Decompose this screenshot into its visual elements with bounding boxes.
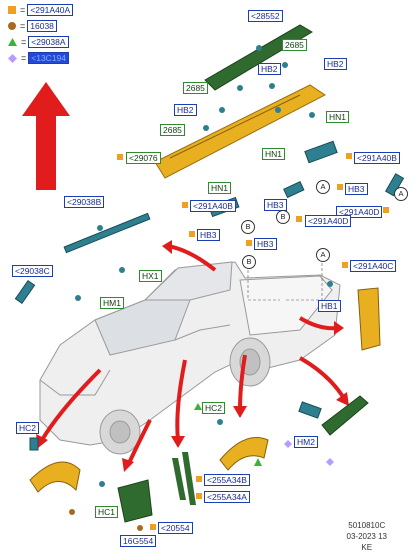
orange-square-icon [8,6,16,14]
legend-label: <291A40A [27,4,74,16]
reference-region: KE [361,543,373,552]
red-up-arrow-icon [22,82,70,190]
part-label: <29038C [12,265,53,277]
legend-equals: = [21,37,27,47]
callout-b: B [276,210,290,224]
reference-code: 5010810C [348,521,386,530]
legend-label: 16038 [27,20,57,32]
part-label: 2685 [183,82,208,94]
red-arrow-heads [36,240,349,472]
legend-label: <29038A [28,36,69,48]
legend-row-lilac: = <13C194 [8,52,70,64]
part-label: HC1 [95,506,119,518]
orange-square-markers [117,153,389,530]
part-label: <20554 [158,522,193,534]
reference-date: 03-2023 13 [346,532,387,541]
brown-circle-marker-icon [69,509,75,515]
lilac-diamond-marker-icon [326,458,334,466]
lilac-diamond-icon [8,53,17,63]
part-label: HM1 [100,297,124,309]
brown-circle-marker-icon [137,525,143,531]
legend-label-highlighted: <13C194 [28,52,70,64]
part-label: <255A34B [204,474,250,486]
legend-row-brown: = 16038 [8,20,57,32]
fastener-dots [75,45,333,487]
part-label: HB3 [197,229,220,241]
part-label: HB3 [254,238,277,250]
part-label: HB1 [318,300,341,312]
part-label: <255A34A [204,491,250,503]
fender-flares [29,287,381,493]
callout-b: B [242,255,256,269]
part-label: <291A40B [190,200,236,212]
part-label: <291A40C [350,260,397,272]
legend-equals: = [20,5,26,15]
legend-equals: = [20,21,26,31]
part-label: HB2 [174,104,197,116]
callout-a: A [316,180,330,194]
callout-b: B [241,220,255,234]
part-label: <291A40B [354,152,400,164]
part-label: HN1 [262,148,286,160]
legend-row-green: = <29038A [8,36,69,48]
part-label: HM2 [294,436,318,448]
mounting-brackets [14,140,405,451]
diagram-reference: 5010810C 03-2023 13 KE [347,520,387,553]
part-label: <29076 [126,152,161,164]
running-board-part [154,84,326,179]
green-triangle-marker-icon [254,458,262,466]
lilac-diamond-marker-icon [284,440,292,448]
part-label: HC2 [202,402,226,414]
legend-row-orange: = <291A40A [8,4,74,16]
part-label: HB3 [345,183,368,195]
part-label: 2685 [282,39,307,51]
part-label: HB3 [264,199,287,211]
part-label: <291A40D [305,215,352,227]
part-label: 2685 [160,124,185,136]
part-label: HN1 [326,111,350,123]
legend-equals: = [21,53,27,63]
part-label: HN1 [208,182,232,194]
green-triangle-marker-icon [194,403,202,410]
upper-rail-part [204,24,313,91]
part-label: HB2 [258,63,281,75]
callout-a: A [316,248,330,262]
brown-circle-icon [8,22,16,30]
part-label: HB2 [324,58,347,70]
part-label: <28552 [248,10,283,22]
rear-trim-panels [117,395,369,523]
part-label: <29038B [64,196,105,208]
pickup-truck-illustration [39,261,341,455]
green-triangle-icon [8,38,17,46]
part-label: HX1 [139,270,162,282]
part-label: 16G554 [120,535,157,547]
callout-a: A [394,187,408,201]
part-label: HC2 [16,422,40,434]
